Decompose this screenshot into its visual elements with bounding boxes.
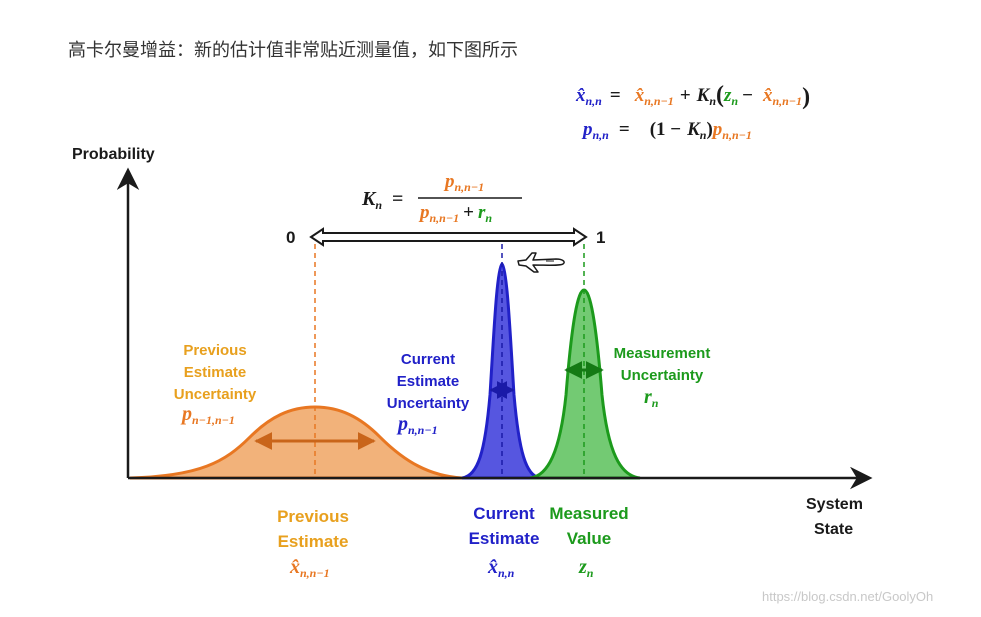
svg-text:Previous: Previous: [183, 342, 246, 359]
svg-text:Current: Current: [473, 504, 535, 523]
measurement-curve: [529, 288, 641, 480]
current-uncertainty-symbol: pn,n−1: [396, 413, 438, 437]
svg-text:Uncertainty: Uncertainty: [621, 367, 704, 384]
current-estimate-symbol: x̂n,n: [487, 556, 515, 580]
y-axis-label: Probability: [72, 146, 155, 163]
state-lhs: x̂: [575, 85, 586, 106]
page-heading: 高卡尔曼增益：新的估计值非常贴近测量值，如下图所示: [68, 40, 518, 61]
previous-uncertainty-symbol: pn−1,n−1: [180, 403, 235, 427]
measured-value-symbol: zn: [578, 556, 594, 580]
previous-uncertainty-label: Previous Estimate Uncertainty: [174, 342, 257, 403]
svg-text:Estimate: Estimate: [184, 364, 247, 381]
svg-text:Estimate: Estimate: [469, 529, 540, 548]
svg-text:pn,n−1+rn: pn,n−1+rn: [418, 202, 492, 225]
current-estimate-label: Current Estimate: [469, 504, 540, 548]
current-uncertainty-label: Current Estimate Uncertainty: [387, 351, 470, 412]
x-axis-label-line1: System: [806, 496, 863, 513]
previous-estimate-symbol: x̂n,n−1: [289, 556, 330, 580]
svg-text:x̂n,n=x̂n,n−1+Kn(zn−x̂n,n−1): x̂n,n=x̂n,n−1+Kn(zn−x̂n,n−1): [575, 82, 810, 110]
svg-text:Uncertainty: Uncertainty: [174, 386, 257, 403]
previous-estimate-label: Previous Estimate: [277, 507, 349, 551]
svg-text:Estimate: Estimate: [397, 373, 460, 390]
current-estimate-curve: [461, 262, 541, 480]
svg-text:Previous: Previous: [277, 507, 349, 526]
svg-text:Value: Value: [567, 529, 611, 548]
measurement-uncertainty-symbol: rn: [644, 386, 659, 410]
watermark: https://blog.csdn.net/GoolyOh: [762, 589, 934, 604]
svg-text:Uncertainty: Uncertainty: [387, 395, 470, 412]
svg-text:Current: Current: [401, 351, 455, 368]
svg-text:Measured: Measured: [549, 504, 628, 523]
svg-text:Kn=: Kn=: [361, 188, 403, 212]
gain-scale-arrow: [309, 227, 588, 247]
kalman-gain-formula: Kn= pn,n−1 pn,n−1+rn: [361, 171, 522, 225]
covariance-update-formula: pn,n=(1 −Kn)pn,n−1: [581, 119, 752, 142]
svg-text:pn,n−1: pn,n−1: [443, 171, 484, 194]
svg-text:Measurement: Measurement: [614, 345, 711, 362]
svg-text:pn,n=(1 −Kn)pn,n−1: pn,n=(1 −Kn)pn,n−1: [581, 119, 752, 142]
x-axis-label-line2: State: [814, 521, 853, 538]
measurement-uncertainty-label: Measurement Uncertainty: [614, 345, 711, 384]
svg-text:Estimate: Estimate: [278, 532, 349, 551]
measured-value-label: Measured Value: [549, 504, 628, 548]
gain-scale-right: 1: [596, 228, 605, 247]
gain-scale-left: 0: [286, 228, 295, 247]
airplane-icon: [517, 252, 565, 273]
state-update-formula: x̂n,n=x̂n,n−1+Kn(zn−x̂n,n−1): [575, 82, 810, 110]
